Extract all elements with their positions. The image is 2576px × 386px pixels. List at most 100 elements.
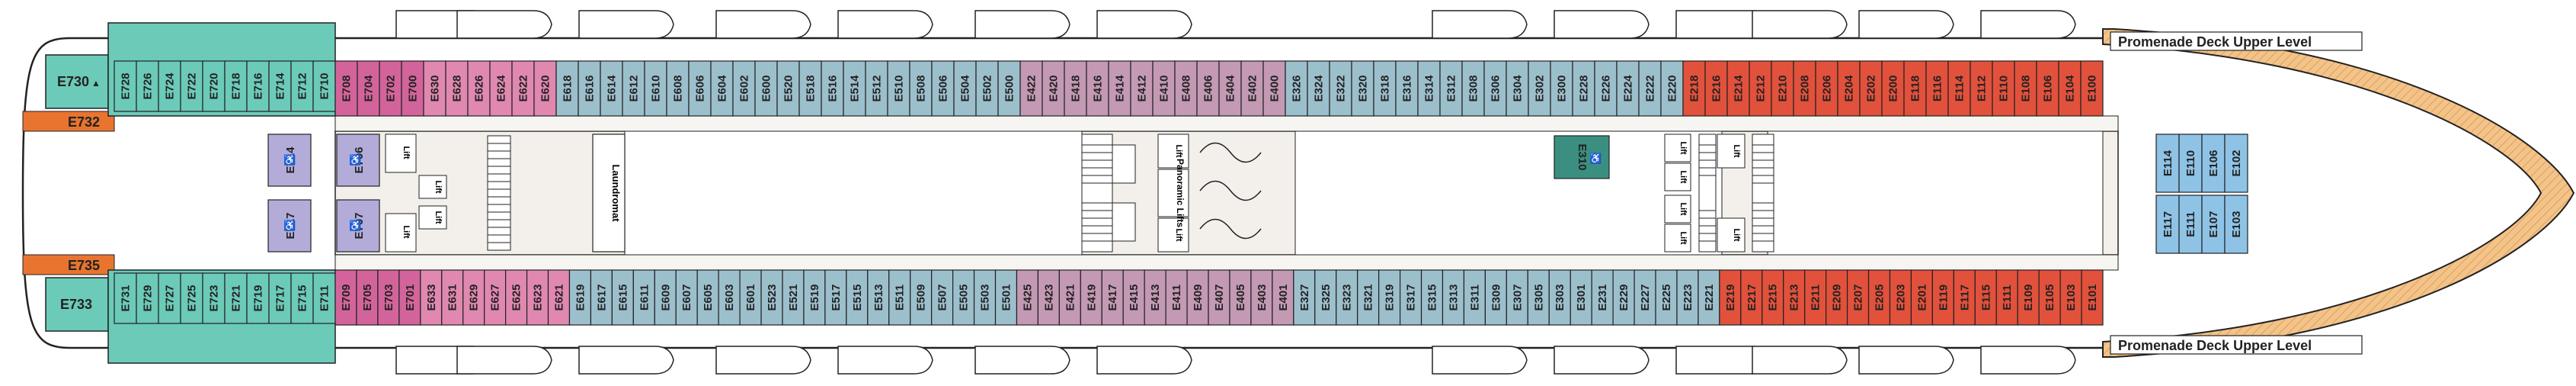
cabin-E604[interactable] — [710, 60, 734, 117]
cabin-E103[interactable] — [2059, 269, 2082, 326]
cabin-E411[interactable] — [1165, 269, 1188, 326]
cabin-E101[interactable] — [2081, 269, 2104, 326]
cabin-E221[interactable] — [1698, 269, 1720, 326]
cabin-E517[interactable] — [824, 269, 847, 326]
cabin-E620[interactable] — [533, 60, 557, 117]
cabin-E624[interactable] — [489, 60, 513, 117]
aft-side-cabin-bottom[interactable] — [45, 277, 109, 332]
cabin-E523[interactable] — [760, 269, 783, 326]
cabin-E627[interactable] — [484, 269, 507, 326]
cabin-E220[interactable] — [1660, 60, 1684, 117]
cabin-E112[interactable] — [1970, 60, 1993, 117]
cabin-E611[interactable] — [632, 269, 655, 326]
cabin-E318[interactable] — [1373, 60, 1397, 117]
cabin-E316[interactable] — [1395, 60, 1419, 117]
cabin-E231[interactable] — [1591, 269, 1614, 326]
panoramic-lifts[interactable]: Lift Lift Panoramic Lifts — [1157, 133, 1262, 253]
cabin-E500[interactable] — [997, 60, 1021, 117]
cabin-E520[interactable] — [776, 60, 800, 117]
cabin-E303[interactable] — [1548, 269, 1571, 326]
cabin-E111[interactable] — [2178, 195, 2203, 254]
cabin-E109[interactable] — [2017, 269, 2040, 326]
cabin-E228[interactable] — [1572, 60, 1595, 117]
cabin-E723[interactable] — [202, 272, 226, 324]
cabin-E521[interactable] — [782, 269, 805, 326]
cabin-E205[interactable] — [1867, 269, 1891, 326]
cabin-E706[interactable] — [336, 133, 380, 187]
cabin-E418[interactable] — [1064, 60, 1087, 117]
cabin-E202[interactable] — [1859, 60, 1883, 117]
cabin-E707[interactable] — [336, 199, 380, 253]
cabin-E408[interactable] — [1174, 60, 1198, 117]
cabin-E712[interactable] — [290, 60, 314, 112]
cabin-E204[interactable] — [1837, 60, 1861, 117]
cabin-E516[interactable] — [821, 60, 844, 117]
cabin-E622[interactable] — [511, 60, 535, 117]
cabin-E214[interactable] — [1726, 60, 1750, 117]
cabin-E325[interactable] — [1314, 269, 1337, 326]
cabin-E314[interactable] — [1417, 60, 1441, 117]
cabin-E606[interactable] — [688, 60, 712, 117]
cabin-E714[interactable] — [267, 133, 312, 187]
cabin-E208[interactable] — [1793, 60, 1816, 117]
cabin-E519[interactable] — [803, 269, 826, 326]
cabin-E629[interactable] — [462, 269, 485, 326]
cabin-E404[interactable] — [1218, 60, 1242, 117]
cabin-E100[interactable] — [2080, 60, 2104, 117]
cabin-E222[interactable] — [1638, 60, 1662, 117]
cabin-E605[interactable] — [696, 269, 719, 326]
cabin-E731[interactable] — [114, 272, 137, 324]
cabin-E722[interactable] — [180, 60, 203, 112]
cabin-E206[interactable] — [1815, 60, 1838, 117]
cabin-E322[interactable] — [1329, 60, 1352, 117]
cabin-E315[interactable] — [1420, 269, 1444, 326]
cabin-E210[interactable] — [1771, 60, 1794, 117]
cabin-E507[interactable] — [931, 269, 954, 326]
aft-orange-bottom[interactable] — [22, 254, 115, 275]
cabin-E617[interactable] — [590, 269, 613, 326]
cabin-E518[interactable] — [798, 60, 822, 117]
cabin-E212[interactable] — [1749, 60, 1772, 117]
cabin-E729[interactable] — [136, 272, 159, 324]
cabin-E506[interactable] — [931, 60, 955, 117]
cabin-E615[interactable] — [611, 269, 634, 326]
cabin-E600[interactable] — [754, 60, 778, 117]
cabin-E107[interactable] — [2201, 195, 2226, 254]
aft-side-cabin-top[interactable] — [45, 54, 109, 109]
cabin-E309[interactable] — [1484, 269, 1507, 326]
cabin-E510[interactable] — [887, 60, 910, 117]
cabin-E718[interactable] — [224, 60, 248, 112]
cabin-E209[interactable] — [1826, 269, 1848, 326]
cabin-E321[interactable] — [1357, 269, 1380, 326]
cabin-E417[interactable] — [1101, 269, 1124, 326]
cabin-E503[interactable] — [973, 269, 997, 326]
cabin-E512[interactable] — [865, 60, 888, 117]
cabin-E104[interactable] — [2058, 60, 2082, 117]
cabin-E420[interactable] — [1042, 60, 1065, 117]
aft-orange-top[interactable] — [22, 111, 115, 132]
cabin-E415[interactable] — [1122, 269, 1145, 326]
cabin-E406[interactable] — [1196, 60, 1220, 117]
cabin-E714[interactable] — [268, 60, 292, 112]
cabin-E619[interactable] — [568, 269, 592, 326]
cabin-E111[interactable] — [1995, 269, 2018, 326]
cabin-E705[interactable] — [356, 269, 379, 326]
cabin-E719[interactable] — [246, 272, 270, 324]
cabin-E727[interactable] — [158, 272, 181, 324]
cabin-E505[interactable] — [952, 269, 975, 326]
cabin-E628[interactable] — [445, 60, 469, 117]
cabin-E213[interactable] — [1783, 269, 1806, 326]
cabin-E709[interactable] — [334, 269, 357, 326]
cabin-E117[interactable] — [2155, 195, 2180, 254]
cabin-E103[interactable] — [2224, 195, 2248, 254]
cabin-E114[interactable] — [1947, 60, 1971, 117]
cabin-E102[interactable] — [2224, 133, 2248, 193]
cabin-E621[interactable] — [547, 269, 571, 326]
cabin-E226[interactable] — [1594, 60, 1618, 117]
cabin-E708[interactable] — [334, 60, 358, 117]
cabin-E300[interactable] — [1550, 60, 1573, 117]
cabin-E504[interactable] — [953, 60, 977, 117]
cabin-E508[interactable] — [909, 60, 933, 117]
cabin-E626[interactable] — [467, 60, 491, 117]
cabin-E702[interactable] — [379, 60, 402, 117]
